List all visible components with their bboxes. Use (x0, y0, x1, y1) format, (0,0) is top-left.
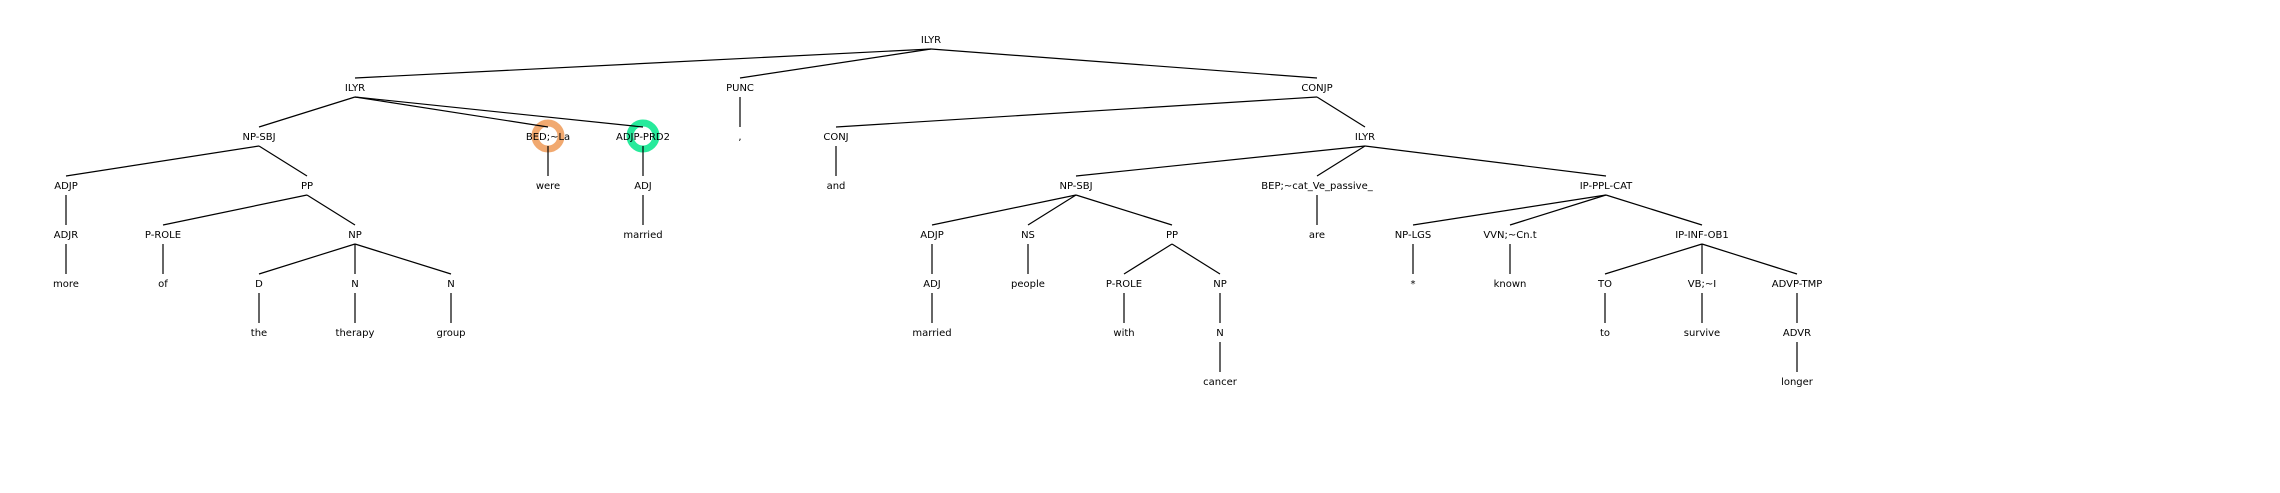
tree-edge (1701, 243, 1798, 275)
tree-node-ilyr: ILYR (1355, 132, 1375, 143)
tree-node-vvn-cn-t: VVN;~Cn.t (1483, 230, 1536, 241)
tree-edge (354, 48, 932, 79)
tree-node-ns: NS (1021, 230, 1035, 241)
tree-node-np-sbj: NP-SBJ (242, 132, 275, 143)
tree-node-adj: ADJ (923, 279, 941, 290)
tree-node-symbol: , (738, 132, 741, 143)
tree-node-ilyr: ILYR (921, 35, 941, 46)
tree-edge (835, 96, 1318, 128)
edge-layer (65, 48, 1798, 372)
tree-node-adjp-prd2: ADJP-PRD2 (616, 132, 670, 143)
tree-node-p-role: P-ROLE (1106, 279, 1142, 290)
tree-edge (354, 96, 549, 128)
tree-node-bep-cat-ve-passive: BEP;~cat_Ve_passive_ (1261, 181, 1373, 192)
tree-node-pp: PP (1166, 230, 1178, 241)
tree-node-with: with (1113, 328, 1134, 339)
tree-node-cancer: cancer (1203, 377, 1238, 388)
tree-node-pp: PP (301, 181, 313, 192)
tree-node-symbol: * (1411, 279, 1416, 290)
tree-edge (162, 194, 308, 226)
tree-edge (1075, 194, 1173, 226)
tree-edge (1123, 243, 1173, 275)
tree-node-of: of (158, 279, 168, 290)
tree-edge (65, 145, 260, 177)
tree-node-n: N (447, 279, 454, 290)
tree-node-punc: PUNC (726, 83, 754, 94)
tree-edge (1509, 194, 1607, 226)
tree-edge (354, 96, 644, 128)
tree-node-advp-tmp: ADVP-TMP (1772, 279, 1822, 290)
tree-edge (1604, 243, 1703, 275)
tree-node-n: N (351, 279, 358, 290)
tree-node-vb-i: VB;~I (1688, 279, 1716, 290)
tree-node-to: to (1600, 328, 1610, 339)
tree-edge (1075, 145, 1366, 177)
tree-node-np: NP (1213, 279, 1227, 290)
tree-node-n: N (1216, 328, 1223, 339)
tree-node-are: are (1309, 230, 1325, 241)
tree-node-np: NP (348, 230, 362, 241)
tree-node-therapy: therapy (336, 328, 375, 339)
tree-node-ip-inf-ob1: IP-INF-OB1 (1675, 230, 1729, 241)
tree-edge (1412, 194, 1607, 226)
tree-node-ip-ppl-cat: IP-PPL-CAT (1580, 181, 1633, 192)
tree-edge (258, 145, 308, 177)
tree-node-adjp: ADJP (920, 230, 944, 241)
tree-edge (1316, 145, 1366, 177)
tree-edge (1364, 145, 1607, 177)
tree-node-group: group (436, 328, 465, 339)
tree-node-advr: ADVR (1783, 328, 1811, 339)
tree-edge (258, 243, 356, 275)
tree-node-adjr: ADJR (54, 230, 78, 241)
tree-node-adjp: ADJP (54, 181, 78, 192)
tree-node-np-lgs: NP-LGS (1395, 230, 1432, 241)
tree-node-bed-la: BED;~La (526, 132, 570, 143)
tree-edge (1027, 194, 1077, 226)
tree-node-conjp: CONJP (1301, 83, 1332, 94)
label-layer: ILYR ILYR PUNC CONJP NP-SBJ BED;~La ADJP-PRD2,… (53, 35, 1822, 388)
tree-node-survive: survive (1684, 328, 1720, 339)
tree-node-adj: ADJ (634, 181, 652, 192)
tree-node-known: known (1494, 279, 1527, 290)
tree-edge (1605, 194, 1703, 226)
tree-node-conj: CONJ (823, 132, 848, 143)
tree-node-np-sbj: NP-SBJ (1059, 181, 1092, 192)
tree-edge (354, 243, 452, 275)
tree-node-p-role: P-ROLE (145, 230, 181, 241)
tree-node-people: people (1011, 279, 1045, 290)
tree-node-married: married (623, 230, 662, 241)
tree-node-longer: longer (1781, 377, 1814, 388)
tree-node-d: D (255, 279, 263, 290)
tree-node-ilyr: ILYR (345, 83, 365, 94)
tree-node-and: and (827, 181, 846, 192)
tree-node-married: married (912, 328, 951, 339)
tree-edge (258, 96, 356, 128)
tree-edge (1171, 243, 1221, 275)
tree-edge (739, 48, 932, 79)
tree-node-more: more (53, 279, 79, 290)
tree-node-were: were (536, 181, 560, 192)
tree-node-the: the (251, 328, 267, 339)
tree-edge (1316, 96, 1366, 128)
tree-edge (930, 48, 1318, 79)
tree-edge (306, 194, 356, 226)
tree-edge (931, 194, 1077, 226)
tree-node-to: TO (1597, 279, 1612, 290)
